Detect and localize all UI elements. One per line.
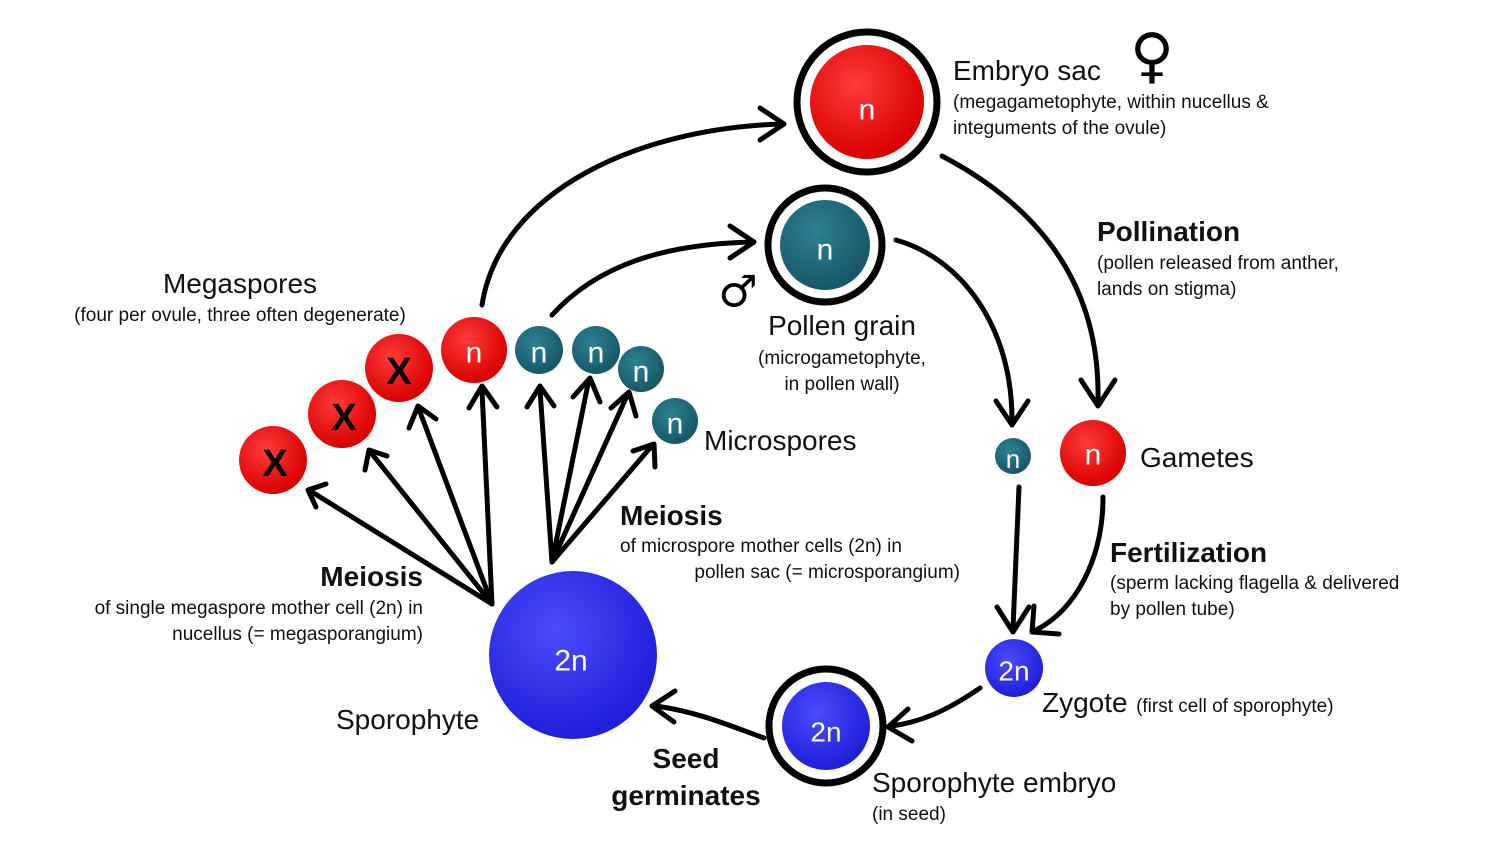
arrow-meiosis-mega-1 (309, 489, 495, 607)
gametes-title: Gametes (1140, 442, 1254, 473)
arrow-meiosis-mega-2 (369, 451, 495, 607)
arrow-sperm-to-zygote (1010, 484, 1022, 631)
arrowhead-micro-2 (570, 375, 603, 405)
pollen-grain-title: Pollen grain (768, 310, 916, 341)
degenerate-x-icon: X (331, 397, 357, 439)
microspore-2: n (572, 326, 620, 374)
svg-text:2n: 2n (554, 645, 587, 678)
meiosis-mega-title: Meiosis (320, 561, 423, 592)
svg-text:n: n (531, 337, 548, 370)
microspore-3: n (618, 346, 664, 392)
embryo-sac-desc-1: (megagametophyte, within nucellus & (953, 92, 1269, 113)
arrow-pollen-to-gamete (893, 237, 1015, 423)
meiosis-micro-desc-1: of microspore mother cells (2n) in (620, 536, 902, 557)
embryo-sac-cell: n (793, 28, 941, 176)
meiosis-micro-desc-2: pollen sac (= microsporangium) (694, 562, 960, 583)
arrowhead-embryo (885, 706, 915, 744)
megaspore-degenerate-2: X (308, 380, 376, 448)
svg-text:n: n (466, 337, 483, 370)
svg-text:n: n (1085, 439, 1102, 472)
svg-text:n: n (1006, 444, 1020, 474)
arrow-egg-to-zygote (1033, 494, 1106, 633)
degenerate-x-icon: X (262, 443, 288, 485)
arrow-megaspore-to-embryo-sac (479, 121, 785, 308)
female-symbol-icon: ♀ (1130, 21, 1174, 91)
arrow-zygote-to-embryo (889, 685, 983, 729)
megaspores-title: Megaspores (162, 268, 318, 299)
pollen-grain-desc-1: (microgametophyte, (758, 348, 926, 369)
sperm-gamete: n (995, 438, 1031, 474)
pollination-desc-1: (pollen released from anther, (1097, 253, 1339, 274)
pollination-title: Pollination (1097, 216, 1241, 247)
arrowhead-mega-3 (406, 403, 439, 431)
arrow-meiosis-micro-4 (549, 445, 653, 565)
pollination-desc-2: lands on stigma) (1097, 279, 1237, 300)
arrow-meiosis-mega-4 (479, 387, 495, 607)
arrowhead-gamete-red (1078, 377, 1118, 409)
meiosis-micro-title: Meiosis (620, 500, 723, 531)
embryo-sac-title: Embryo sac (953, 55, 1101, 86)
arrowhead-pollen (727, 223, 757, 261)
sporophyte-embryo-desc: (in seed) (872, 804, 946, 825)
megaspore-degenerate-3: X (239, 426, 307, 494)
arrowhead-micro-4 (630, 441, 658, 470)
male-symbol-icon: ♂ (718, 267, 757, 318)
zygote-label: Zygote (first cell of sporophyte) (1042, 687, 1334, 720)
pollen-grain-cell: n (764, 184, 886, 306)
arrow-meiosis-micro-2 (549, 381, 591, 565)
pollen-grain-desc-2: in pollen wall) (784, 374, 900, 395)
meiosis-mega-desc-1: of single megaspore mother cell (2n) in (94, 598, 423, 619)
seed-germinates-line-1: Seed (652, 743, 720, 774)
fertilization-title: Fertilization (1110, 537, 1268, 568)
zygote-desc: (first cell of sporophyte) (1136, 696, 1334, 717)
arrow-pollination (939, 153, 1101, 403)
svg-text:2n: 2n (998, 656, 1029, 687)
arrow-seed-germinates (653, 703, 767, 741)
pollen-grain-ploidy: n (817, 234, 834, 267)
arrowhead-mega-1 (305, 481, 329, 510)
zygote-title: Zygote (1042, 687, 1128, 718)
arrow-microspore-to-pollen (549, 239, 755, 318)
seed-germinates-line-2: germinates (611, 780, 761, 811)
cycle-arrows (305, 105, 1118, 744)
microspores-title: Microspores (704, 425, 857, 456)
sporophyte-cell: 2n (489, 571, 657, 739)
svg-text:n: n (633, 356, 650, 389)
fertilization-desc-2: by pollen tube) (1110, 599, 1235, 620)
sporophyte-embryo-cell: 2n (765, 665, 887, 787)
arrow-meiosis-mega-3 (417, 409, 495, 607)
microspore-4: n (652, 398, 698, 444)
microspore-1: n (515, 326, 563, 374)
meiosis-mega-desc-2: nucellus (= megasporangium) (172, 624, 423, 645)
arrowhead-embryo-sac (757, 105, 787, 143)
arrowhead-mega-4 (466, 383, 500, 411)
arrowhead-zygote-b (1029, 603, 1062, 637)
megaspore-functional: n (441, 317, 507, 383)
embryo-sac-ploidy: n (859, 94, 876, 127)
arrowhead-micro-1 (524, 383, 557, 410)
sporophyte-title: Sporophyte (336, 704, 480, 735)
degenerate-x-icon: X (386, 351, 412, 393)
arrow-meiosis-micro-3 (549, 395, 629, 565)
arrowhead-mega-2 (362, 447, 390, 473)
sporophyte-embryo-title: Sporophyte embryo (872, 767, 1117, 798)
svg-text:n: n (588, 337, 605, 370)
arrowhead-gamete-teal (993, 398, 1031, 428)
embryo-sac-desc-2: integuments of the ovule) (953, 118, 1167, 139)
fertilization-desc-1: (sperm lacking flagella & delivered (1110, 573, 1400, 594)
arrowhead-sporophyte (649, 688, 678, 725)
egg-gamete: n (1060, 420, 1126, 486)
megaspore-degenerate-1: X (365, 334, 433, 402)
arrowhead-zygote-a (994, 604, 1032, 635)
arrowhead-micro-3 (608, 389, 639, 419)
svg-text:2n: 2n (810, 717, 841, 748)
svg-text:n: n (667, 408, 684, 441)
arrow-meiosis-micro-1 (537, 387, 555, 565)
zygote-cell: 2n (985, 639, 1043, 697)
megaspores-desc: (four per ovule, three often degenerate) (74, 305, 406, 326)
